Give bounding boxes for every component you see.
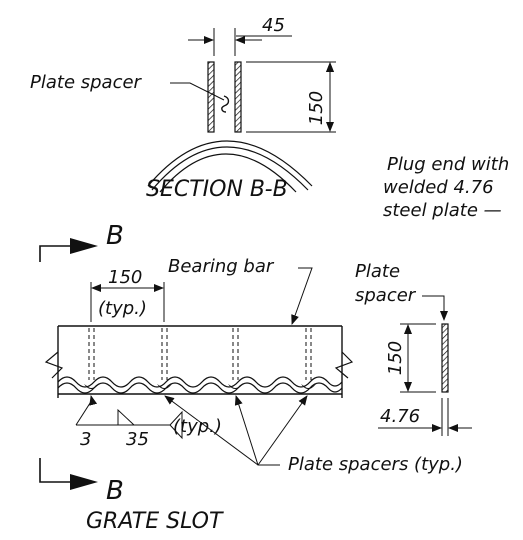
section-curved-bar-2: [151, 146, 309, 191]
grate-slot: B B 1: [39, 221, 463, 534]
cut-label-top: B: [106, 221, 124, 251]
spacer-welds: [84, 384, 316, 389]
plug-note-line-2: welded 4.76: [383, 177, 494, 198]
grate-dim-150-typ: (typ.): [98, 298, 147, 319]
plug-note-line-3: steel plate —: [383, 200, 502, 221]
plate-spacer-squiggle: [221, 95, 230, 113]
cut-label-bottom: B: [106, 476, 124, 506]
weld-typ: (typ.): [173, 416, 222, 437]
break-symbol-left: [44, 351, 64, 379]
cut-arrow-top: [70, 238, 98, 254]
bearing-bar-label: Bearing bar: [168, 256, 275, 277]
section-dim-150: 150: [306, 91, 327, 125]
section-b-b: 45 150 Plate spacer SECTION B-B: [30, 15, 336, 202]
detail-label-line-1: Plate: [355, 261, 400, 282]
plate-spacers-label: Plate spacers (typ.): [288, 454, 463, 475]
section-title: SECTION B-B: [146, 177, 288, 202]
weld-size-3: 3: [80, 429, 91, 450]
grate-dim-150: 150: [108, 267, 142, 288]
section-plate-spacer-label: Plate spacer: [30, 72, 143, 93]
section-left-plate: [207, 61, 215, 133]
plate-spacer-hidden-lines: [88, 328, 312, 380]
plug-end-note: Plug end with welded 4.76 steel plate —: [383, 154, 509, 221]
weld-size-35: 35: [126, 429, 149, 450]
cross-bar-wave: [57, 376, 343, 388]
grate-slot-title: GRATE SLOT: [86, 509, 224, 534]
section-curved-bar-1: [147, 140, 313, 187]
plate-spacer-detail: Plate spacer 150 4.76: [355, 261, 472, 436]
section-dim-45: 45: [262, 15, 285, 36]
detail-dim-4-76: 4.76: [380, 406, 420, 427]
section-right-plate: [234, 61, 242, 133]
break-symbol-right: [334, 351, 354, 379]
section-curved-bar-3: [159, 153, 297, 193]
cut-arrow-bottom: [70, 474, 98, 490]
plug-note-line-1: Plug end with: [387, 154, 509, 175]
detail-plate: [441, 323, 449, 393]
detail-label-line-2: spacer: [355, 285, 417, 306]
detail-dim-150: 150: [385, 341, 406, 375]
